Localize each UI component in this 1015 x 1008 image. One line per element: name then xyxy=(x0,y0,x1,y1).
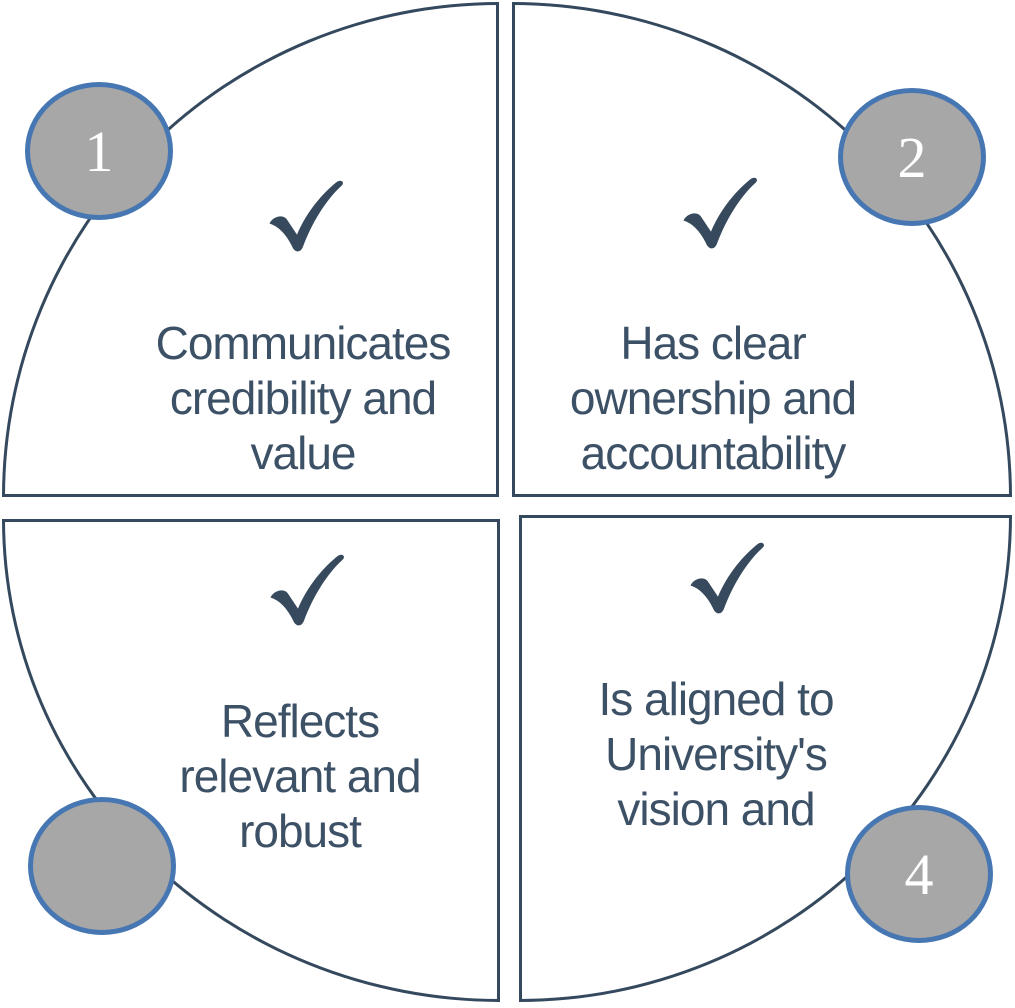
quadrant-2-text: Has clear ownership and accountability xyxy=(569,317,857,479)
checkmark-icon xyxy=(261,542,347,634)
step-badge-4-number: 4 xyxy=(904,841,934,907)
step-badge-2: 2 xyxy=(838,88,986,226)
checkmark-icon xyxy=(681,530,767,622)
step-badge-2-number: 2 xyxy=(897,124,927,190)
step-badge-1-number: 1 xyxy=(84,118,114,184)
quadrant-1-text: Communicates credibility and value xyxy=(155,317,452,479)
step-badge-1: 1 xyxy=(25,82,173,220)
quadrant-4-text: Is aligned to University's vision and xyxy=(598,673,834,835)
step-badge-3 xyxy=(28,797,176,935)
checkmark-icon xyxy=(674,165,760,257)
checkmark-icon xyxy=(260,168,346,260)
step-badge-4: 4 xyxy=(845,805,993,943)
quadrant-3-text: Reflects relevant and robust xyxy=(179,695,421,857)
